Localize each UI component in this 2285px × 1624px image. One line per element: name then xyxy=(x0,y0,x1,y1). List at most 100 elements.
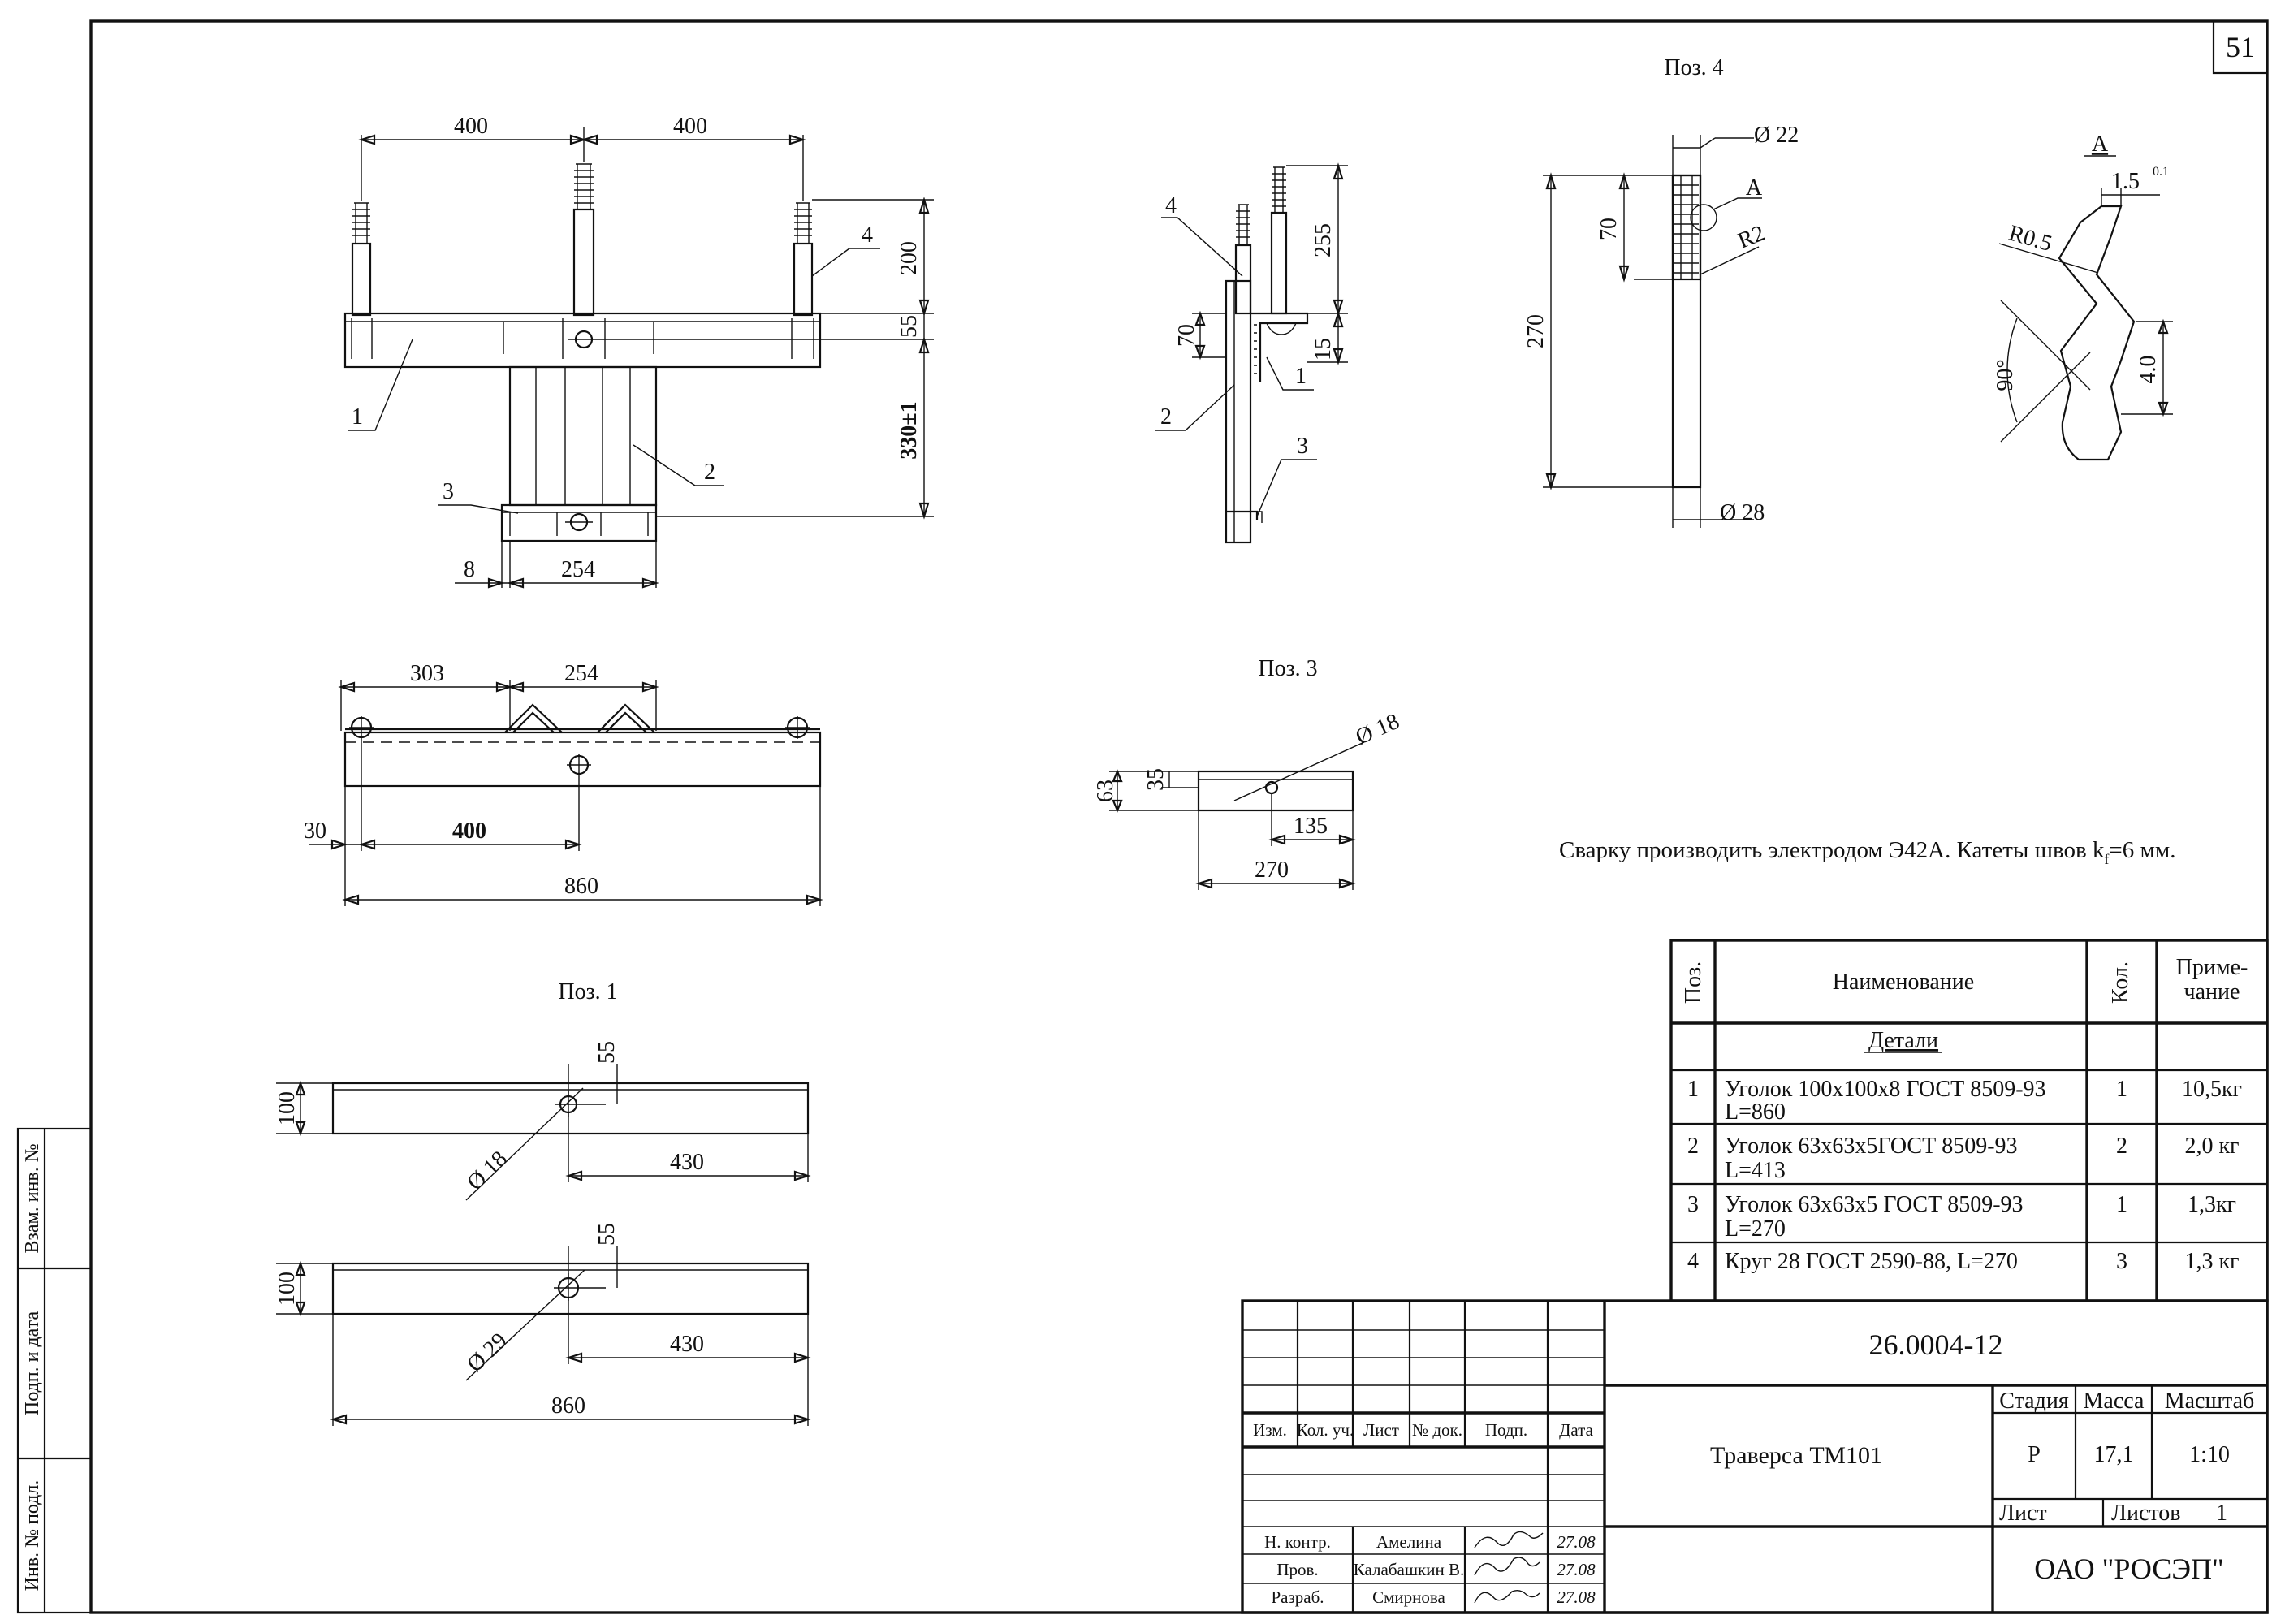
pos4-title: Поз. 4 xyxy=(1664,55,1723,80)
dim-plan-303: 303 xyxy=(410,661,444,686)
tb-date-check: 27.08 xyxy=(1557,1560,1596,1579)
spec-row-2-pos: 2 xyxy=(1687,1134,1699,1159)
pos4-dim-270: 270 xyxy=(1523,314,1549,348)
tb-sheets-label: Листов xyxy=(2111,1501,2181,1526)
callout-side-1: 1 xyxy=(1295,364,1307,389)
pos4-dim-r2: R2 xyxy=(1734,221,1769,254)
tb-stage-label: Стадия xyxy=(1999,1389,2069,1414)
sheet-frame xyxy=(89,19,2269,1614)
pos4-detail-ref: А xyxy=(1746,175,1763,201)
pos1-top-dim-d18: Ø 18 xyxy=(462,1147,512,1196)
dim-front-330: 330±1 xyxy=(896,401,922,459)
detail-a-dim-tol: +0.1 xyxy=(2145,165,2169,179)
dim-plan-860: 860 xyxy=(564,874,598,899)
tb-role-dev: Разраб. xyxy=(1271,1587,1324,1607)
callout-side-4: 4 xyxy=(1165,193,1177,218)
spec-row-3-qty: 1 xyxy=(2116,1192,2127,1217)
tb-sheet-label: Лист xyxy=(1999,1501,2047,1526)
tb-name-norm: Амелина xyxy=(1376,1532,1442,1552)
spec-row-1-name: Уголок 100х100х8 ГОСТ 8509-93 xyxy=(1725,1077,2046,1102)
dim-plan-254: 254 xyxy=(564,661,598,686)
callout-side-3: 3 xyxy=(1297,434,1308,459)
pos3-dim-35: 35 xyxy=(1143,768,1168,791)
pos3-dim-63: 63 xyxy=(1093,780,1118,802)
callout-front-4: 4 xyxy=(862,222,873,248)
dim-front-200: 200 xyxy=(896,241,922,275)
pos1-bottom-dim-430: 430 xyxy=(670,1332,704,1357)
tb-signature-check xyxy=(1474,1557,1540,1576)
callout-front-2: 2 xyxy=(704,460,715,485)
detail-a-title: А xyxy=(2092,132,2109,157)
tb-date-norm: 27.08 xyxy=(1557,1532,1596,1552)
tb-mass: 17,1 xyxy=(2094,1442,2134,1467)
title-block: Изм. Кол. уч. Лист № док. Подп. Дата Н. … xyxy=(1241,1299,2269,1614)
tb-date-dev: 27.08 xyxy=(1557,1587,1596,1607)
dim-front-55: 55 xyxy=(896,315,922,338)
spec-row-2-length: L=413 xyxy=(1725,1158,1786,1183)
tb-signature-dev xyxy=(1474,1589,1540,1604)
spec-header-qty: Кол. xyxy=(2108,961,2133,1004)
spec-row-2-qty: 2 xyxy=(2116,1134,2127,1159)
spec-header-pos: Поз. xyxy=(1681,961,1706,1004)
tb-header-qty: Кол. уч. xyxy=(1297,1420,1354,1440)
pos3-dim-135: 135 xyxy=(1294,814,1328,839)
pos1-bottom-dim-100: 100 xyxy=(274,1272,300,1306)
tb-header-change: Изм. xyxy=(1253,1420,1287,1440)
detail-a-dim-1-5: 1.5 xyxy=(2111,169,2140,194)
pos3-view: Поз. 3 Ø 18 63 35 135 270 xyxy=(1093,656,1403,890)
tb-stage: Р xyxy=(2028,1442,2041,1467)
spec-table: Поз. Наименование Кол. Приме- чание Дета… xyxy=(1669,939,2269,1302)
tb-role-check: Пров. xyxy=(1276,1560,1318,1579)
dim-front-8: 8 xyxy=(464,557,475,582)
pos4-view: Поз. 4 А R2 Ø 22 70 270 Ø 28 xyxy=(1523,55,1799,528)
spec-row-1-qty: 1 xyxy=(2116,1077,2127,1102)
tb-company: ОАО "РОСЭП" xyxy=(2034,1553,2223,1585)
rod-right xyxy=(793,202,814,317)
pos1-bottom-dim-d29: Ø 29 xyxy=(462,1328,512,1378)
spec-row-3-length: L=270 xyxy=(1725,1216,1786,1242)
dim-front-254: 254 xyxy=(561,557,595,582)
side-stamps: Взам. инв. № Подп. и дата Инв. № подл. xyxy=(16,1127,93,1614)
welding-note: Сварку производить электродом Э42А. Кате… xyxy=(1559,837,2175,867)
stamp-replace-inv: Взам. инв. № xyxy=(22,1143,43,1253)
spec-header-name: Наименование xyxy=(1833,970,1974,995)
pos1-title: Поз. 1 xyxy=(558,979,617,1004)
spec-row-1-pos: 1 xyxy=(1687,1077,1699,1102)
pos4-dim-d22: Ø 22 xyxy=(1754,123,1799,148)
spec-row-4-pos: 4 xyxy=(1687,1249,1699,1274)
spec-row-3-pos: 3 xyxy=(1687,1192,1699,1217)
pos1-top-dim-100: 100 xyxy=(274,1091,300,1125)
spec-header-note-2: чание xyxy=(2184,979,2240,1004)
stamp-sign-date: Подп. и дата xyxy=(22,1311,43,1416)
pos3-dim-d18: Ø 18 xyxy=(1352,709,1403,750)
tb-scale: 1:10 xyxy=(2189,1442,2230,1467)
spec-header-note-1: Приме- xyxy=(2176,955,2248,980)
pos1-top-dim-55: 55 xyxy=(594,1041,620,1064)
stamp-original-inv: Инв. № подл. xyxy=(22,1480,43,1592)
side-view: 255 15 70 4 2 1 3 xyxy=(1155,162,1348,544)
detail-a-dim-4: 4.0 xyxy=(2136,356,2161,384)
spec-row-4-qty: 3 xyxy=(2116,1249,2127,1274)
callout-side-2: 2 xyxy=(1160,404,1172,430)
callout-front-1: 1 xyxy=(352,404,363,430)
dim-side-15: 15 xyxy=(1311,338,1336,361)
dim-side-255: 255 xyxy=(1311,223,1336,257)
pos4-dim-70: 70 xyxy=(1596,218,1622,240)
tb-title: Траверса ТМ101 xyxy=(1710,1442,1882,1469)
tb-name-check: Калабашкин В. xyxy=(1354,1560,1464,1579)
dim-plan-400: 400 xyxy=(452,818,486,844)
spec-row-3-note: 1,3кг xyxy=(2188,1192,2236,1217)
dim-side-70: 70 xyxy=(1174,324,1199,347)
spec-group-details: Детали xyxy=(1868,1028,1938,1053)
pos3-dim-270: 270 xyxy=(1255,857,1289,883)
dim-front-400-left: 400 xyxy=(454,114,488,139)
tb-sheets-count: 1 xyxy=(2216,1501,2227,1526)
detail-a-dim-r05: R0.5 xyxy=(2006,221,2054,257)
tb-role-norm: Н. контр. xyxy=(1264,1532,1331,1552)
spec-row-4-note: 1,3 кг xyxy=(2184,1249,2239,1274)
tb-header-sign: Подп. xyxy=(1485,1420,1527,1440)
sheet-number-box xyxy=(2212,19,2269,75)
spec-row-1-note: 10,5кг xyxy=(2182,1077,2242,1102)
detail-a-view: А 1.5 +0.1 R0.5 90° 4.0 xyxy=(1993,132,2173,461)
